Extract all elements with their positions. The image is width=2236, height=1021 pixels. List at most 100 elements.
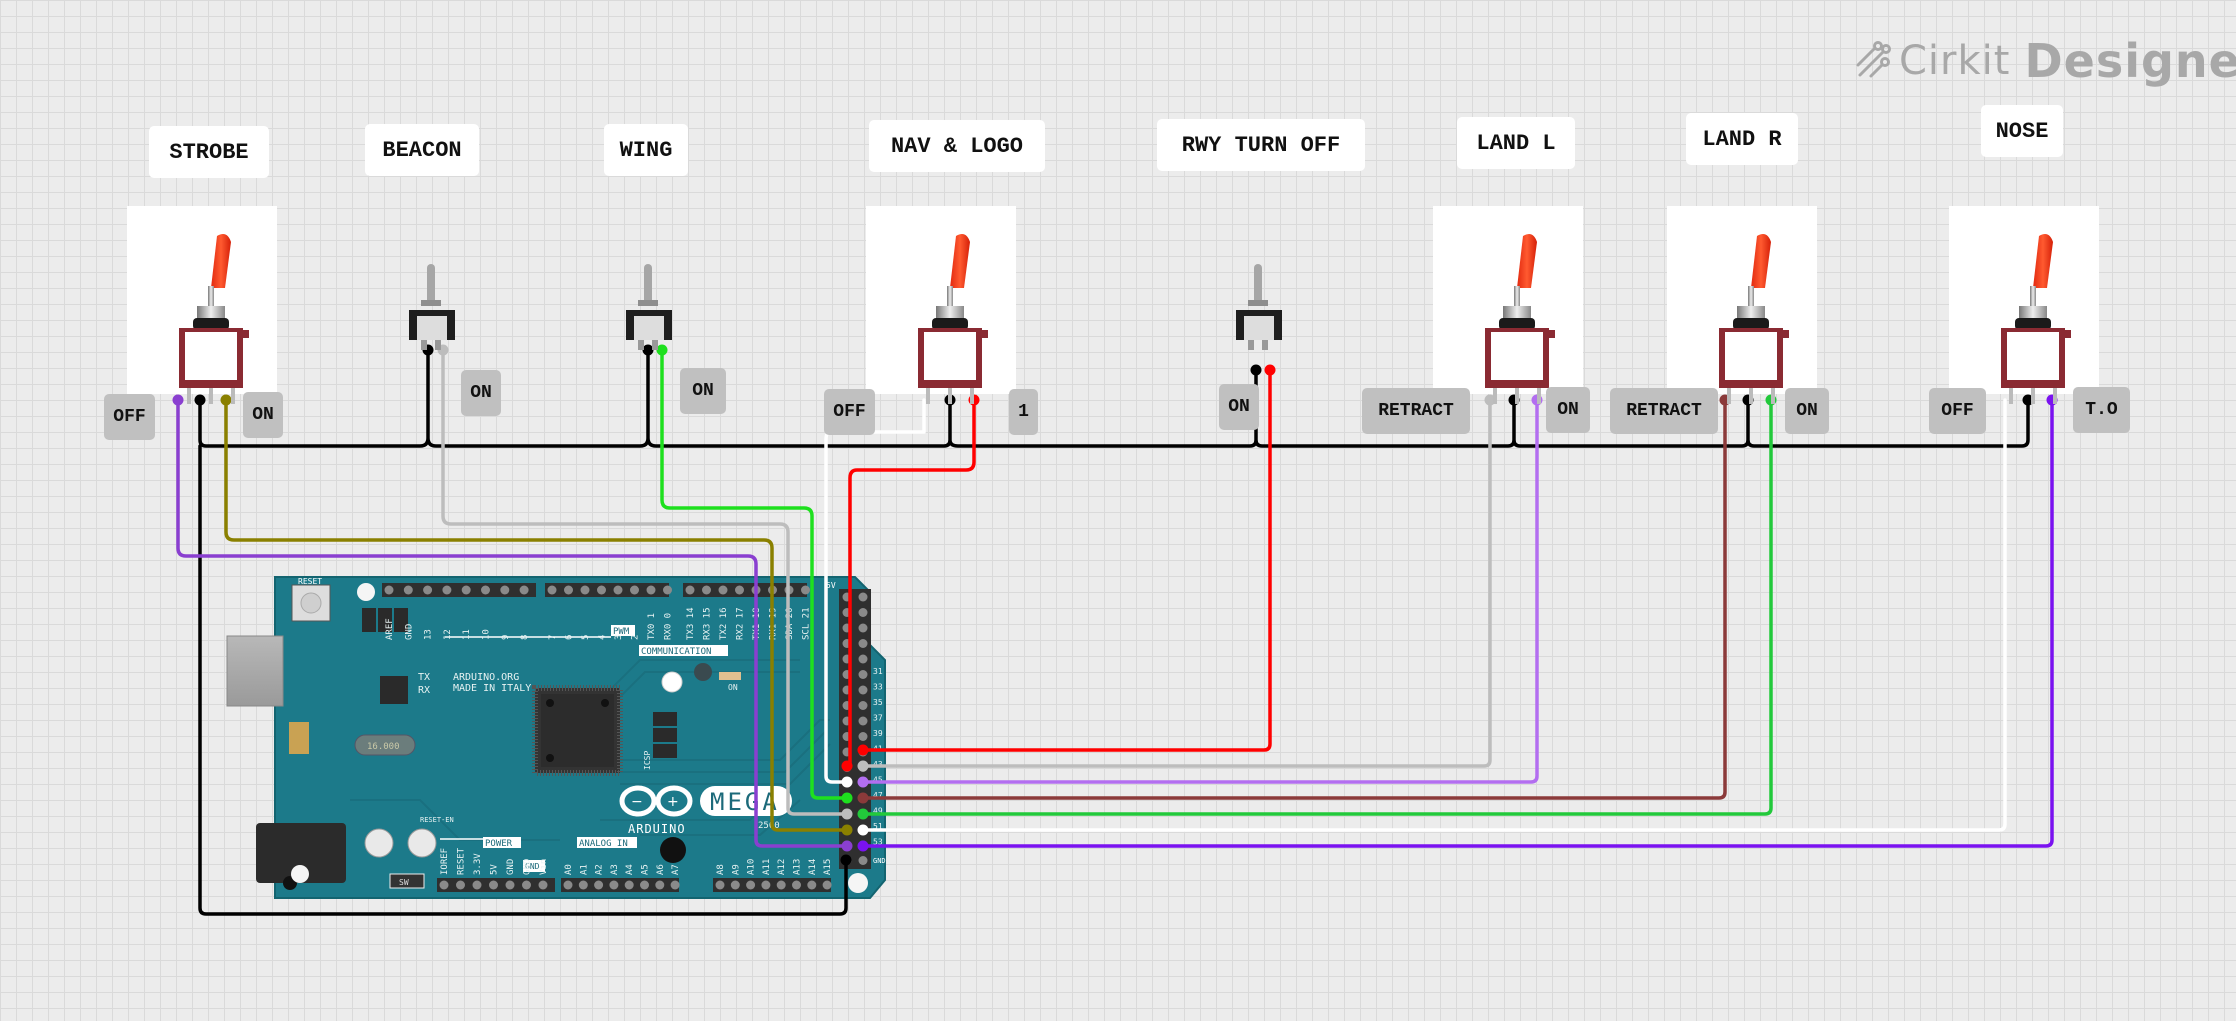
header-pin [718, 585, 728, 595]
comm-pin-label: RX2 17 [736, 607, 746, 640]
digital-pin-label: 33 [873, 683, 883, 692]
toggle-switch-land-l[interactable] [1433, 206, 1583, 404]
toggle-bushing [1499, 318, 1535, 330]
reset-en-label: RESET-EN [420, 816, 454, 824]
header-5v-label: 5V [826, 581, 836, 590]
toggle-switch-nav-logo[interactable] [866, 206, 1016, 404]
analog-pin-label: A13 [793, 859, 803, 875]
toggle-switch-beacon[interactable] [409, 264, 455, 350]
comm-pin-label: RX3 15 [703, 607, 713, 640]
switch-title-text: NOSE [1995, 118, 2049, 144]
toggle-collar [638, 300, 658, 306]
toggle-terminal [1493, 388, 1497, 404]
communication-section-label: COMMUNICATION [641, 647, 711, 657]
pwm-pin-label: AREF [385, 618, 395, 640]
wire-endpoint [172, 394, 184, 406]
toggle-switch-strobe[interactable] [127, 206, 277, 404]
toggle-terminal [2031, 388, 2035, 404]
comm-pin-label: SCL 21 [802, 607, 812, 640]
power-section-label: POWER [485, 839, 513, 849]
header-pin [609, 880, 619, 890]
toggle-terminal [1248, 340, 1254, 350]
header-pin [489, 880, 498, 890]
analog-pin-label: A11 [762, 859, 772, 875]
analog-pin-label: A0 [564, 864, 574, 875]
pin-label-text: ON [692, 381, 714, 401]
pin-label-strobe-off: OFF [104, 394, 155, 440]
wire-endpoint [1484, 394, 1496, 406]
switch-title-rwy-turn-off: RWY TURN OFF [1157, 119, 1365, 171]
analog-pin-label: A14 [808, 859, 818, 875]
comm-pin-label: TX2 16 [719, 607, 729, 640]
header-pin [580, 585, 590, 595]
toggle-shaft [2030, 286, 2036, 308]
toggle-terminal [1749, 388, 1753, 404]
switch-title-text: BEACON [382, 137, 462, 163]
header-pin [472, 880, 482, 890]
switch-title-text: RWY TURN OFF [1181, 132, 1341, 158]
power-pin-label: 5V [490, 864, 500, 875]
toggle-terminal [970, 388, 974, 404]
pin-label-text: ON [470, 383, 492, 403]
toggle-switch-land-r[interactable] [1667, 206, 1817, 404]
switch-title-strobe: STROBE [149, 126, 269, 178]
pin-label-text: OFF [113, 407, 146, 427]
digital-pin-label: 51 [873, 822, 883, 831]
wire-nav-logo-1 [848, 398, 976, 768]
header-pin [858, 716, 868, 726]
reset-label: RESET [298, 577, 322, 586]
crystal [354, 734, 416, 756]
wire-endpoint [194, 394, 206, 406]
toggle-terminal [948, 388, 952, 404]
gnd-label: GND [525, 862, 540, 871]
toggle-switch-nose[interactable] [1949, 206, 2099, 404]
wire-endpoint [857, 776, 869, 788]
toggle-terminal [209, 388, 213, 404]
pin-label-nose-to: T.O [2073, 387, 2130, 433]
header-pwm-right [545, 583, 669, 597]
toggle-lever-icon [427, 264, 435, 304]
header-pin [670, 880, 680, 890]
header-analog-a8-a15 [713, 878, 831, 892]
usb-port [226, 635, 284, 707]
toggle-tab [982, 330, 988, 338]
header-pin [403, 585, 413, 595]
pwm-pin-label: 12 [443, 629, 453, 640]
power-pin-label: RESET [457, 847, 467, 875]
header-pin [858, 623, 868, 633]
analog-pin-label: A1 [579, 864, 589, 875]
wire-endpoint [840, 854, 852, 866]
arduino-brand-text: ARDUINO [628, 822, 686, 836]
wire-endpoint [2022, 394, 2034, 406]
analog-pin-label: A10 [747, 859, 757, 875]
toggle-tab [1549, 330, 1555, 338]
header-pin [858, 701, 868, 710]
analog-pin-label: A7 [671, 864, 681, 875]
pin-label-land-r-retract: RETRACT [1610, 388, 1718, 434]
pwm-pin-label: 5 [581, 635, 591, 640]
toggle-shaft [1514, 286, 1520, 308]
pwm-pin-label: RX0 0 [664, 613, 674, 640]
wire-nose-off [861, 398, 2007, 832]
wire-endpoint [841, 840, 853, 852]
comm-pin-label: SDA 20 [785, 607, 795, 640]
header-pin [442, 585, 452, 595]
pin-label-text: ON [1796, 401, 1818, 421]
toggle-switch-wing[interactable] [626, 264, 672, 350]
header-pin [646, 585, 656, 595]
pwm-pin-label: 3 [614, 635, 624, 640]
header-pin [564, 585, 573, 595]
analog-pin-label: A6 [656, 864, 666, 875]
switch-title-land-l: LAND L [1457, 117, 1575, 169]
header-pin [630, 585, 639, 595]
header-pin [384, 585, 394, 595]
toggle-bushing [932, 318, 968, 330]
pin-label-nav-logo-1: 1 [1009, 389, 1038, 435]
switch-title-text: LAND R [1702, 126, 1782, 152]
toggle-switch-rwy-turn-off[interactable] [1236, 264, 1282, 350]
toggle-body-face [1244, 316, 1274, 340]
toggle-collar [421, 300, 441, 306]
toggle-terminal [926, 388, 930, 404]
arduino-mega-board[interactable]: RESET 16.000 SW ARDUINO.ORG MADE IN ITAL… [226, 576, 886, 899]
